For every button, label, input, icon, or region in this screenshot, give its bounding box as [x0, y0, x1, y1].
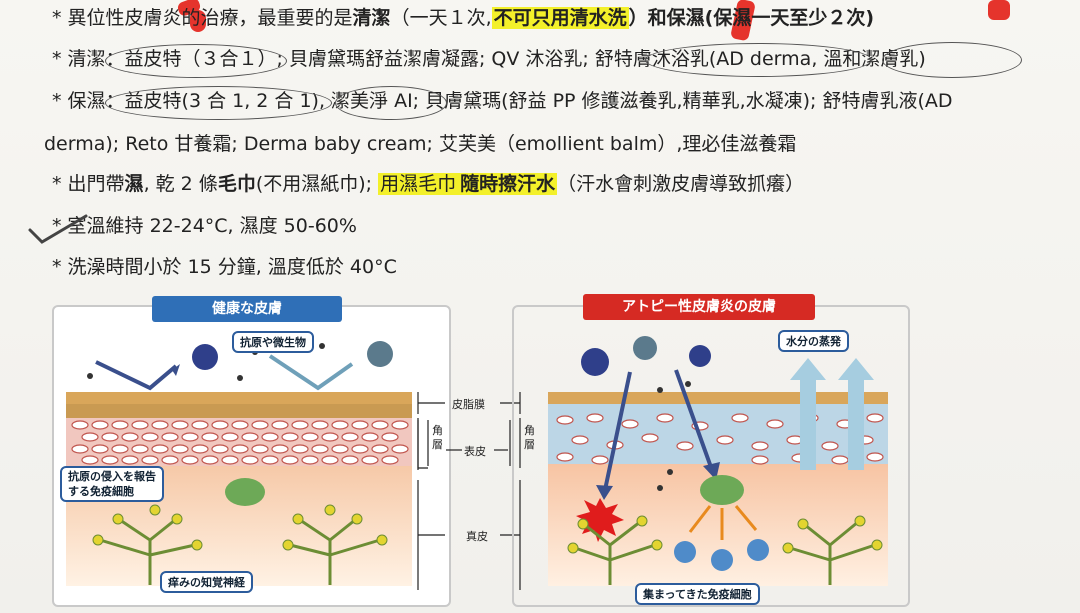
pen-circle	[335, 86, 447, 120]
sebum-layer-left	[66, 392, 412, 404]
text-bold: 清潔	[352, 7, 391, 29]
epidermis-label: 表皮	[464, 445, 486, 458]
text-segment: * 出門帶	[52, 173, 125, 195]
text-highlight: 不可只用清水洗	[491, 7, 629, 29]
antigen-label: 抗原や微生物	[232, 331, 314, 353]
atopic-skin-panel	[512, 305, 910, 607]
sebum-membrane-label: 皮脂膜	[452, 398, 485, 411]
immune-cell-icon	[225, 478, 265, 506]
pen-circle	[645, 43, 872, 77]
gathered-immune-cells	[674, 539, 769, 571]
text-segment: , 乾 2 條	[143, 173, 218, 195]
itch-nerve-label: 痒みの知覚神経	[160, 571, 253, 593]
text-line-4: derma); Reto 甘養霜; Derma baby cream; 艾芙美（…	[44, 131, 796, 157]
stratum-char: 層	[524, 438, 535, 451]
pen-circle	[105, 44, 287, 78]
pen-circle	[105, 86, 332, 120]
dermis-label: 真皮	[466, 530, 488, 543]
water-evaporation-label: 水分の蒸発	[778, 330, 849, 352]
healthy-skin-title: 健康な皮膚	[152, 296, 342, 322]
immune-report-label: 抗原の侵入を報告 する免疫細胞	[60, 466, 164, 502]
bounce-arrow-icon	[95, 360, 178, 391]
water-evaporation-arrows	[790, 358, 874, 470]
text-line-6: * 室溫維持 22-24°C, 濕度 50-60%	[52, 213, 357, 239]
microbe-icon	[367, 341, 393, 367]
red-marker-stroke	[190, 10, 206, 32]
immune-report-line: 抗原の侵入を報告	[68, 470, 156, 483]
text-highlight: 隨時擦汗水	[458, 173, 558, 195]
text-bold: 濕	[124, 173, 144, 195]
text-segment: （汗水會刺激皮膚導致抓癢）	[557, 173, 805, 195]
text-bold: 保濕(保濕一天至少２次)	[666, 7, 875, 29]
text-segment: （一天１次,	[390, 7, 492, 29]
text-segment: ）和	[628, 7, 667, 29]
stratum-char: 角	[432, 424, 443, 437]
text-segment: * 室溫維持 22-24°C, 濕度 50-60%	[52, 215, 357, 237]
text-segment: derma); Reto 甘養霜; Derma baby cream; 艾芙美（…	[44, 133, 797, 155]
microbe-icon	[192, 344, 218, 370]
stratum-corneum-label-left: 角 層	[432, 424, 443, 452]
text-segment: * 異位性皮膚炎的治療，最重要的是	[52, 7, 353, 29]
text-highlight: 用濕毛巾	[378, 173, 459, 195]
red-marker-stroke	[988, 0, 1010, 20]
text-segment: (不用濕紙巾);	[255, 173, 373, 195]
check-mark-icon	[28, 214, 88, 244]
gathered-immune-label: 集まってきた免疫細胞	[635, 583, 760, 605]
text-segment: * 洗澡時間小於 15 分鐘, 溫度低於 40°C	[52, 256, 397, 278]
text-line-1: * 異位性皮膚炎的治療，最重要的是清潔（一天１次,不可只用清水洗）和保濕(保濕一…	[52, 5, 874, 31]
text-bold: 毛巾	[217, 173, 256, 195]
text-line-7: * 洗澡時間小於 15 分鐘, 溫度低於 40°C	[52, 254, 397, 280]
pen-circle	[882, 42, 1022, 78]
atopic-skin-title: アトピー性皮膚炎の皮膚	[583, 294, 815, 320]
text-line-5: * 出門帶濕, 乾 2 條毛巾(不用濕紙巾); 用濕毛巾隨時擦汗水（汗水會刺激皮…	[52, 171, 804, 197]
stratum-char: 角	[524, 424, 535, 437]
stratum-corneum-label-right: 角 層	[524, 424, 535, 452]
inflammation-burst-icon	[576, 498, 624, 542]
stratum-char: 層	[432, 438, 443, 451]
immune-report-line: する免疫細胞	[68, 485, 134, 498]
dry-stratum-right	[548, 404, 888, 464]
